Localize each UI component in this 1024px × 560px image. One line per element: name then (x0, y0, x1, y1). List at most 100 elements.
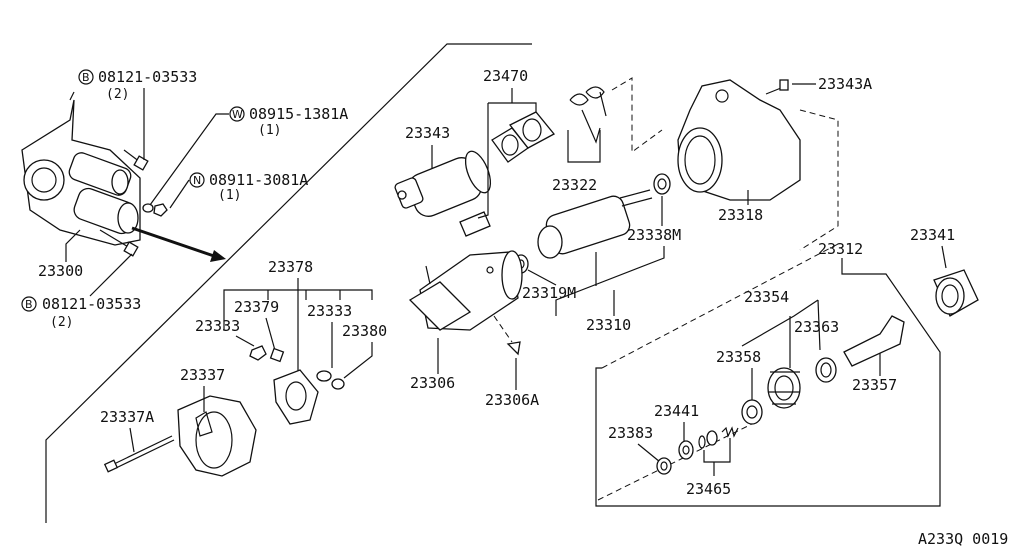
nut-icon (153, 203, 168, 217)
svg-text:23322: 23322 (552, 176, 597, 194)
brush-holder-illustration (273, 369, 319, 425)
pinion-shaft-illustration (843, 315, 905, 367)
fastener-qty: (1) (218, 188, 241, 203)
fastener-prefix: B (25, 298, 33, 311)
collar-icon (815, 357, 837, 383)
part-label-23310: 23310 (555, 246, 665, 334)
fastener-code: 08915-1381A (249, 105, 348, 123)
svg-text:23363: 23363 (794, 318, 839, 336)
part-label-23338M: 23338M (627, 196, 681, 244)
fastener-qty: (1) (258, 123, 281, 138)
brush-spring-illustration (569, 86, 607, 144)
rear-cover-illustration (177, 395, 257, 477)
fastener-callout-b-top: B 08121-03533 (2) (78, 68, 197, 160)
part-label-23363: 23363 (794, 318, 839, 336)
screw-icon (765, 79, 789, 95)
svg-text:23441: 23441 (654, 402, 699, 420)
part-label-23380: 23380 (342, 322, 387, 379)
part-label-23337: 23337 (180, 366, 225, 412)
fastener-code: 08121-03533 (42, 295, 141, 313)
washer-icon (142, 203, 154, 213)
bracket-illustration (459, 211, 491, 237)
fastener-prefix: W (232, 108, 243, 121)
part-label-23465: 23465 (686, 438, 731, 498)
solenoid-illustration (394, 150, 492, 217)
svg-text:23300: 23300 (38, 262, 83, 280)
fastener-prefix: N (193, 174, 201, 187)
part-label-23319M: 23319M (522, 269, 576, 302)
svg-text:23306A: 23306A (485, 391, 539, 409)
svg-text:23337A: 23337A (100, 408, 154, 426)
bolt-icon (99, 229, 139, 257)
snap-ring-icon (698, 430, 718, 449)
yoke-illustration (408, 250, 523, 331)
svg-text:23318: 23318 (718, 206, 763, 224)
svg-text:23333: 23333 (195, 317, 240, 335)
part-label-23343A: 23343A (792, 75, 872, 93)
fastener-code: 08121-03533 (98, 68, 197, 86)
svg-text:23343: 23343 (405, 124, 450, 142)
fastener-callout-n: N 08911-3081A (1) (169, 171, 308, 209)
gasket-illustration (491, 111, 556, 163)
svg-text:23343A: 23343A (818, 75, 872, 93)
arrow-icon (131, 226, 226, 262)
fastener-callout-b-bottom: B 08121-03533 (2) (21, 253, 141, 330)
svg-text:23358: 23358 (716, 348, 761, 366)
svg-text:23379: 23379 (234, 298, 279, 316)
part-label-23333-right: 23333 (307, 302, 352, 368)
dashed-leader (493, 315, 513, 343)
nut-icon (249, 345, 267, 361)
part-label-23337A: 23337A (100, 408, 154, 453)
seal-ring-illustration (933, 269, 979, 317)
part-label-23470: 23470 (477, 67, 537, 219)
dashed-leader (799, 109, 839, 251)
starter-assembly-illustration (21, 91, 141, 246)
fastener-qty: (2) (50, 315, 73, 330)
part-label-23306A: 23306A (485, 358, 539, 409)
washer-icon (656, 457, 672, 475)
svg-text:23310: 23310 (586, 316, 631, 334)
svg-text:23319M: 23319M (522, 284, 576, 302)
rear-housing-illustration (677, 79, 801, 201)
fastener-code: 08911-3081A (209, 171, 308, 189)
part-label-23312: 23312 (818, 240, 863, 258)
fastener-prefix: B (82, 71, 90, 84)
fastener-qty: (2) (106, 87, 129, 102)
svg-text:23306: 23306 (410, 374, 455, 392)
separator-line (45, 43, 532, 523)
svg-text:23383: 23383 (608, 424, 653, 442)
dashed-leader (611, 77, 663, 153)
part-label-23333-left: 23333 (195, 317, 255, 347)
pinion-gear-illustration (767, 367, 801, 409)
svg-text:23380: 23380 (342, 322, 387, 340)
armature-illustration (537, 189, 653, 259)
svg-text:23333: 23333 (307, 302, 352, 320)
part-label-23441: 23441 (654, 402, 699, 442)
svg-text:23470: 23470 (483, 67, 528, 85)
part-label-23358: 23358 (716, 348, 761, 400)
bushing-icon (678, 440, 694, 460)
part-label-23306: 23306 (410, 338, 455, 392)
svg-text:23341: 23341 (910, 226, 955, 244)
svg-text:23312: 23312 (818, 240, 863, 258)
spring-icon (721, 426, 739, 438)
through-bolt-illustration (103, 435, 175, 473)
ring-icon (741, 399, 763, 425)
part-label-23378: 23378 (223, 258, 373, 372)
svg-text:23354: 23354 (744, 288, 789, 306)
part-label-23343: 23343 (405, 124, 450, 168)
part-label-23300: 23300 (38, 229, 83, 280)
brush-icon (269, 347, 285, 363)
part-label-23318: 23318 (718, 190, 763, 224)
nut-icon (316, 370, 332, 382)
part-label-23383: 23383 (608, 424, 661, 463)
part-label-23379: 23379 (234, 298, 279, 355)
washer-icon (331, 378, 345, 390)
svg-text:23378: 23378 (268, 258, 313, 276)
part-label-23341: 23341 (910, 226, 955, 269)
pinion-group-frame (595, 243, 941, 507)
diagram-code: A233Q 0019 (918, 530, 1008, 548)
svg-text:23338M: 23338M (627, 226, 681, 244)
